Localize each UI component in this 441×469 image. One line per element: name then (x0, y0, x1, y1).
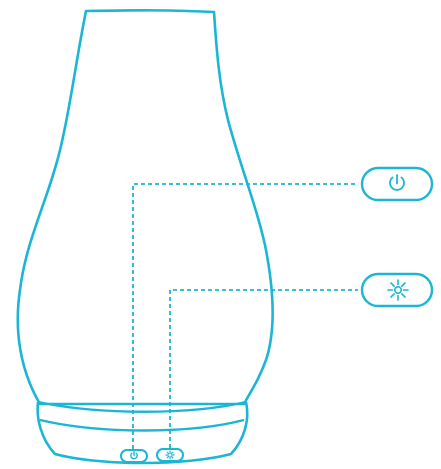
power-icon (389, 174, 405, 191)
light-callout (360, 272, 434, 308)
light-leader-line (169, 289, 358, 448)
device-light-button (156, 448, 184, 462)
diffuser-base-band (39, 418, 245, 432)
light-sun-icon (387, 279, 409, 301)
power-leader-line (132, 183, 358, 449)
power-callout (360, 166, 434, 202)
diffuser-base-outline (36, 401, 249, 465)
device-power-button (120, 449, 148, 463)
diffuser-body-outline (16, 9, 274, 406)
diffuser-base-rim (37, 400, 247, 413)
